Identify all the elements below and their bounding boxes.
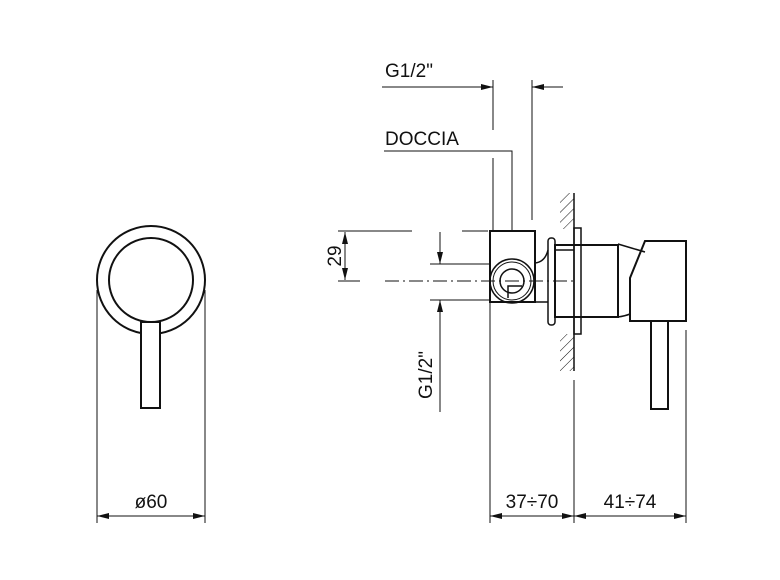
escutcheon-inner [108,237,194,323]
front-lever [140,321,161,409]
outlet-leader [384,150,513,231]
escutcheon-outer [96,225,206,335]
handle-depth-label: 41÷74 [604,492,657,513]
diameter-label: ø60 [135,492,168,513]
side-lever [650,320,669,410]
side-thread-label: G1/2" [416,351,437,399]
height-label: 29 [325,245,346,266]
wall-hatch-top [560,193,574,229]
front-view: ø60 [96,225,206,523]
top-thread-label: G1/2" [385,61,433,82]
wall-hatch-bottom [560,334,574,371]
side-view: 29 G1/2" G1/2" DOCCIA 37÷70 41÷74 [325,61,687,523]
wall-depth-label: 37÷70 [506,492,559,513]
outlet-label: DOCCIA [385,129,459,150]
handle-body [629,240,687,322]
